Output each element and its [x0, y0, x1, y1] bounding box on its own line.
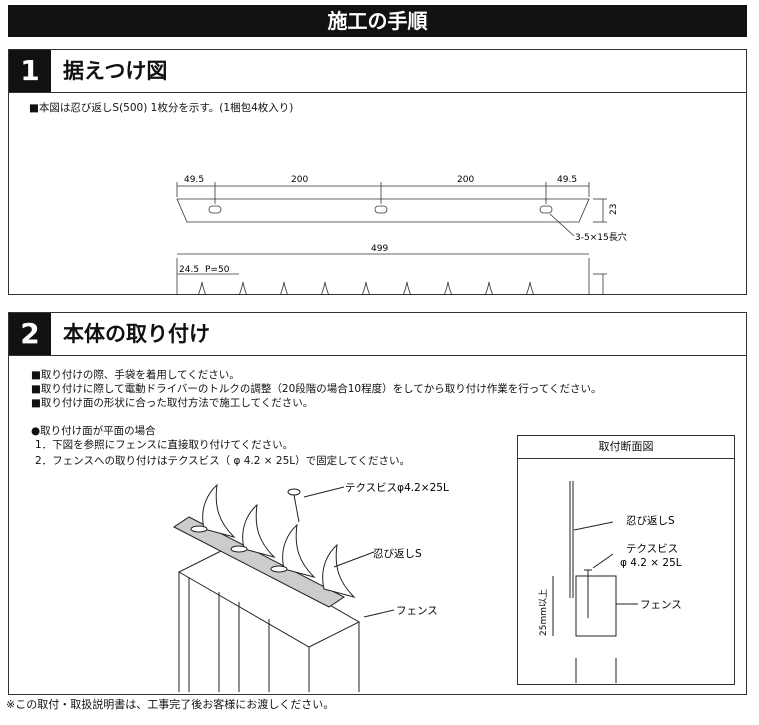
label-product: 忍び返しS: [373, 548, 422, 560]
spike: [362, 281, 370, 294]
dimension-drawing: 49.5 200 200 49.5 23 3-5×15長穴 499 24.5 P…: [176, 175, 627, 294]
spike: [403, 281, 411, 294]
bullet-gloves: ■取り付けの際、手袋を着用してください。: [31, 369, 240, 381]
cross-section-diagram: 忍び返しS テクスビス φ 4.2 × 25L フェンス 25mm以上: [538, 481, 682, 683]
cs-min-depth: 25mm以上: [538, 589, 549, 636]
case-heading: ●取り付け面が平面の場合: [31, 425, 156, 437]
screw-head: [287, 488, 301, 496]
dim-49-5-left: 49.5: [184, 175, 204, 185]
label-fence: フェンス: [396, 605, 438, 617]
dim-49-5-right: 49.5: [557, 175, 577, 185]
dim-pitch: P=50: [205, 265, 230, 275]
plate-outline: [176, 198, 590, 223]
bullet-torque: ■取り付けに際して電動ドライバーのトルクの調整（20段階の場合10程度）をしてか…: [31, 383, 602, 395]
step-1: 1．下図を参照にフェンスに直接取り付けてください。: [35, 439, 294, 451]
spike-row: [198, 281, 534, 294]
cs-label-fence: フェンス: [640, 599, 682, 611]
slot-hole: [208, 205, 222, 214]
dim-200-right: 200: [457, 175, 474, 185]
section-header: 2 本体の取り付け: [9, 313, 746, 356]
slot-hole-label: 3-5×15長穴: [575, 231, 627, 243]
section-note: ■本図は忍び返しS(500) 1枚分を示す。(1梱包4枚入り): [29, 102, 294, 114]
step-2: 2．フェンスへの取り付けはテクスビス（ φ 4.2 × 25L）で固定してくださ…: [35, 455, 411, 467]
spike: [280, 281, 288, 294]
cs-label-screw-1: テクスビス: [626, 543, 678, 555]
cs-label-product: 忍び返しS: [626, 515, 675, 527]
installation-illustration: テクスビスφ4.2×25L 忍び返しS フェンス: [173, 482, 449, 692]
dim-200-left: 200: [291, 175, 308, 185]
section-number: 2: [9, 313, 51, 355]
footer-note: ※この取付・取扱説明書は、工事完了後お客様にお渡しください。: [6, 698, 335, 711]
page-title: 施工の手順: [8, 5, 747, 37]
dim-offset-24-5: 24.5: [179, 265, 199, 275]
section-header: 1 据えつけ図: [9, 50, 746, 93]
dim-total-499: 499: [371, 244, 388, 254]
spike: [321, 281, 329, 294]
spike: [526, 281, 534, 294]
label-screw: テクスビスφ4.2×25L: [345, 482, 449, 494]
section-installation-diagram: 1 据えつけ図 ■本図は忍び返しS(500) 1枚分を示す。(1梱包4枚入り): [8, 49, 747, 295]
dim-height-23: 23: [609, 204, 619, 215]
section-title: 据えつけ図: [63, 59, 168, 83]
cross-section-title: 取付断面図: [518, 436, 734, 459]
cross-section-panel: 取付断面図 忍び返しS テクスビス φ 4.2 × 25L フェンス 25mm以…: [517, 435, 735, 685]
screw-shaft: [293, 494, 300, 523]
slot-hole: [539, 205, 553, 214]
cs-label-screw-2: φ 4.2 × 25L: [620, 557, 682, 569]
slot-hole: [374, 205, 388, 214]
bullet-method: ■取り付け面の形状に合った取付方法で施工してください。: [31, 397, 314, 409]
section-title: 本体の取り付け: [63, 322, 210, 346]
section-body-attachment: 2 本体の取り付け ■取り付けの際、手袋を着用してください。 ■取り付けに際して…: [8, 312, 747, 695]
spike: [198, 281, 206, 294]
spike: [239, 281, 247, 294]
spike: [485, 281, 493, 294]
section-number: 1: [9, 50, 51, 92]
spike: [444, 281, 452, 294]
